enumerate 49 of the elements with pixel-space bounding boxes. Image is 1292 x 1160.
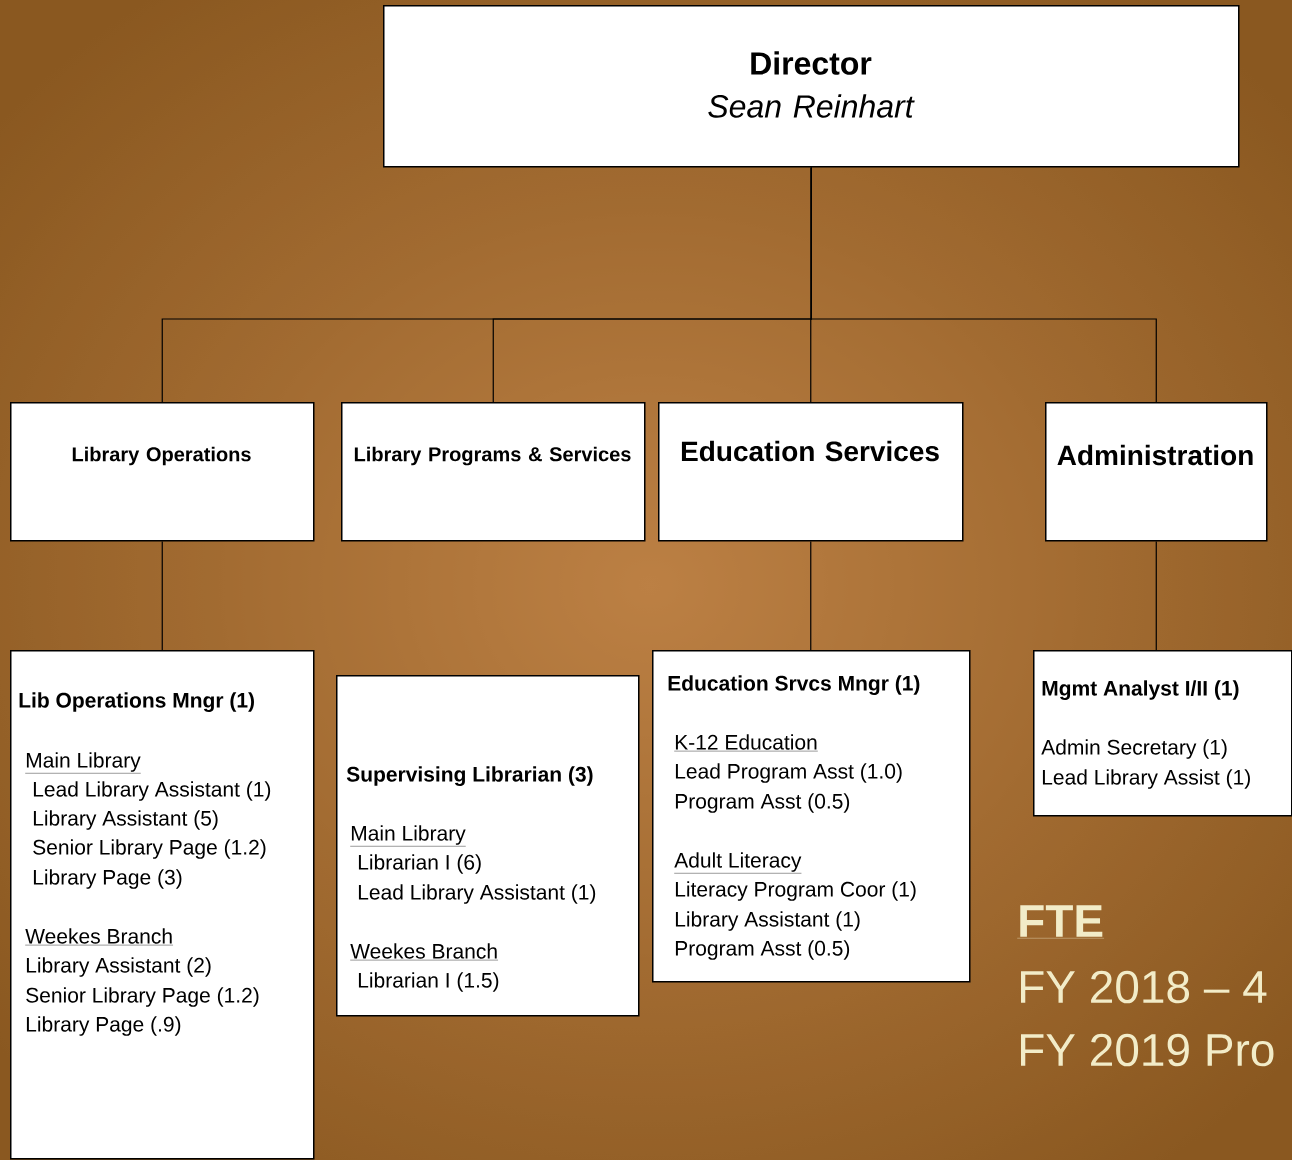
position-entry: Literacy Program Coor (1) <box>675 881 916 901</box>
connector-line <box>161 540 163 651</box>
box-title: Library Operations <box>72 446 251 466</box>
box-heading: Supervising Librarian (3) <box>346 766 593 786</box>
org-box <box>383 5 1240 168</box>
position-entry: Lead Program Asst (1.0) <box>675 763 902 783</box>
position-entry: Senior Library Page (1.2) <box>26 987 259 1007</box>
section-heading: Weekes Branch <box>350 943 499 961</box>
position-entry: Lead Library Assist (1) <box>1042 769 1250 789</box>
position-entry: Library Page (.9) <box>26 1016 181 1036</box>
position-entry: Librarian I (1.5) <box>358 972 499 992</box>
position-entry: Librarian I (6) <box>358 854 481 874</box>
box-heading: Lib Operations Mngr (1) <box>19 692 254 712</box>
note-text: FY 2018 – 4 <box>1021 970 1267 1004</box>
box-heading: Mgmt Analyst I/II (1) <box>1042 680 1239 700</box>
org-box <box>1033 650 1292 817</box>
position-entry: Library Page (3) <box>33 869 182 889</box>
box-title: Library Programs & Services <box>354 446 631 466</box>
box-title: Administration <box>1057 444 1253 466</box>
position-entry: Program Asst (0.5) <box>675 940 850 960</box>
connector-line <box>1155 540 1157 651</box>
org-box <box>10 402 315 542</box>
connector-line <box>810 166 1157 403</box>
heading: FTE <box>1017 905 1105 939</box>
org-box <box>10 650 315 1160</box>
position-entry: Senior Library Page (1.2) <box>33 839 266 859</box>
org-box <box>336 675 640 1017</box>
org-box <box>652 650 971 983</box>
box-heading: Education Srvcs Mngr (1) <box>668 675 920 695</box>
connector-line <box>810 540 812 651</box>
person-name: Sean Reinhart <box>708 94 915 118</box>
section-heading: K-12 Education <box>674 734 818 752</box>
box-title: Education Services <box>681 440 939 462</box>
position-entry: Program Asst (0.5) <box>675 793 850 813</box>
section-heading: Main Library <box>350 825 466 847</box>
note-text: FY 2019 Pro <box>1021 1033 1274 1067</box>
section-heading: Main Library <box>25 752 141 774</box>
box-title: Director <box>751 51 872 75</box>
position-entry: Library Assistant (5) <box>33 810 218 830</box>
org-box <box>658 402 964 542</box>
position-entry: Admin Secretary (1) <box>1041 739 1227 759</box>
position-entry: Lead Library Assistant (1) <box>358 884 596 904</box>
position-entry: Library Assistant (2) <box>26 957 211 977</box>
position-entry: Library Assistant (1) <box>675 911 860 931</box>
section-heading: Weekes Branch <box>25 928 174 946</box>
section-heading: Adult Literacy <box>674 852 802 874</box>
position-entry: Lead Library Assistant (1) <box>33 781 271 801</box>
org-box <box>1045 402 1268 542</box>
org-box <box>341 402 646 542</box>
